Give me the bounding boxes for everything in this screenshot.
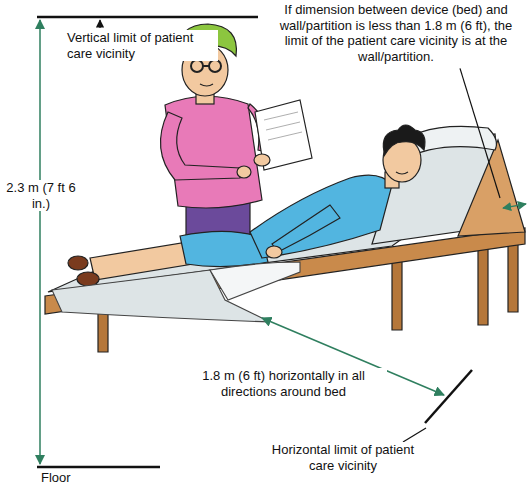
bed-sheet xyxy=(52,262,300,322)
limit-label: Vertical limit of patient care vicinity xyxy=(66,30,218,61)
leader-line xyxy=(99,20,100,28)
horizontal-limit-line xyxy=(425,370,472,423)
leader-line xyxy=(460,68,500,198)
floor-line xyxy=(37,466,160,469)
dimension-label: 1.8 m (6 ft) horizontally in all directi… xyxy=(180,368,387,399)
vertical-limit-line xyxy=(37,16,258,19)
patient-figure xyxy=(68,125,425,286)
height-dimension xyxy=(39,20,41,464)
dimension-label: 2.3 m (7 ft 6 in.) xyxy=(3,180,79,211)
wall-gap-arrow xyxy=(503,204,526,208)
limit-label: Horizontal limit of patient care vicinit… xyxy=(262,442,424,473)
bed xyxy=(45,126,525,352)
leader-line xyxy=(403,428,426,442)
note-text: If dimension between device (bed) and wa… xyxy=(266,2,526,64)
floor-label: Floor xyxy=(40,470,102,486)
